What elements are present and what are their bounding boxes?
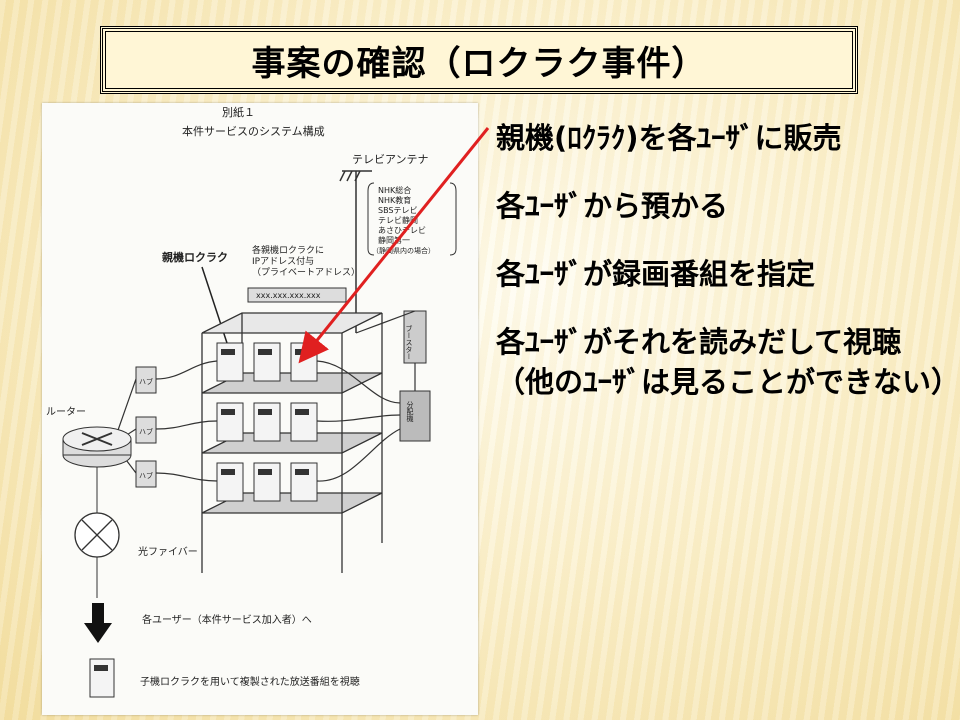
channel-list: NHK総合 NHK教育 SBSテレビ テレビ静岡 あさひテレビ 静岡第一 （静岡… bbox=[367, 182, 457, 256]
antenna-label: テレビアンテナ bbox=[352, 153, 429, 166]
bullet-item: 親機(ﾛｸﾗｸ)を各ﾕｰｻﾞに販売 bbox=[496, 121, 842, 155]
antenna-icon bbox=[339, 170, 372, 333]
bullet-item: 各ﾕｰｻﾞがそれを読みだして視聴（他のﾕｰｻﾞは見ることができない） bbox=[496, 325, 960, 399]
channel-item: NHK総合 bbox=[378, 185, 411, 195]
ip-note-line: 各親機ロクラクに bbox=[252, 244, 324, 256]
recorder-unit bbox=[253, 402, 281, 442]
channel-item: NHK教育 bbox=[378, 195, 411, 205]
bullet-list: 親機(ﾛｸﾗｸ)を各ﾕｰｻﾞに販売 各ﾕｰｻﾞから預かる 各ﾕｰｻﾞが録画番組を… bbox=[496, 118, 960, 430]
channel-item: テレビ静岡 bbox=[378, 215, 418, 225]
fiber-network-icon bbox=[74, 512, 120, 558]
small-hub-label: ハブ bbox=[139, 377, 153, 386]
small-hubs: ハブ ハブ ハブ bbox=[135, 366, 157, 488]
splitter-box bbox=[399, 390, 431, 442]
channel-item: 静岡第一 bbox=[378, 235, 410, 245]
router-label: ルーター bbox=[46, 406, 86, 418]
recorder-unit bbox=[290, 402, 318, 442]
recorder-unit bbox=[253, 342, 281, 382]
recorder-units bbox=[216, 342, 318, 502]
booster-label: ブースター bbox=[405, 324, 413, 360]
channel-note: （静岡県内の場合） bbox=[372, 246, 435, 255]
channel-item: あさひテレビ bbox=[378, 226, 426, 235]
recorder-unit bbox=[290, 462, 318, 502]
fiber-label: 光ファイバー bbox=[138, 545, 198, 558]
ip-note-line: IPアドレス付与 bbox=[252, 256, 314, 267]
title-frame: 事案の確認（ロクラク事件） bbox=[100, 26, 858, 94]
splitter-label: 分配機 bbox=[406, 400, 414, 423]
slide-title: 事案の確認（ロクラク事件） bbox=[251, 43, 707, 84]
ip-note-line: （プライベートアドレス） bbox=[252, 267, 360, 278]
users-label: 各ユーザー（本件サービス加入者）へ bbox=[142, 613, 312, 626]
parent-rokuraku-label: 親機ロクラク bbox=[162, 250, 228, 264]
router-icon bbox=[62, 426, 132, 468]
recorder-unit bbox=[253, 462, 281, 502]
child-rokuraku-unit bbox=[89, 658, 115, 698]
recorder-unit bbox=[290, 342, 318, 382]
small-hub-label: ハブ bbox=[139, 427, 153, 436]
down-arrow-icon bbox=[84, 603, 112, 643]
child-rokuraku-label: 子機ロクラクを用いて複製された放送番組を視聴 bbox=[140, 675, 360, 688]
bullet-item: 各ﾕｰｻﾞから預かる bbox=[496, 189, 729, 223]
hub-address-label: xxx.xxx.xxx.xxx bbox=[256, 291, 321, 300]
system-diagram: 別紙１ 本件サービスのシステム構成 テレビアンテナ NHK総合 NHK教育 SB… bbox=[46, 105, 457, 698]
recorder-unit bbox=[216, 402, 244, 442]
channel-item: SBSテレビ bbox=[378, 206, 418, 215]
recorder-unit bbox=[216, 342, 244, 382]
system-title: 本件サービスのシステム構成 bbox=[182, 124, 325, 138]
bullet-item: 各ﾕｰｻﾞが録画番組を指定 bbox=[496, 257, 816, 291]
recorder-unit bbox=[216, 462, 244, 502]
small-hub-label: ハブ bbox=[139, 471, 153, 480]
attachment-label: 別紙１ bbox=[222, 105, 255, 119]
system-diagram-scan: 別紙１ 本件サービスのシステム構成 テレビアンテナ NHK総合 NHK教育 SB… bbox=[42, 103, 478, 715]
